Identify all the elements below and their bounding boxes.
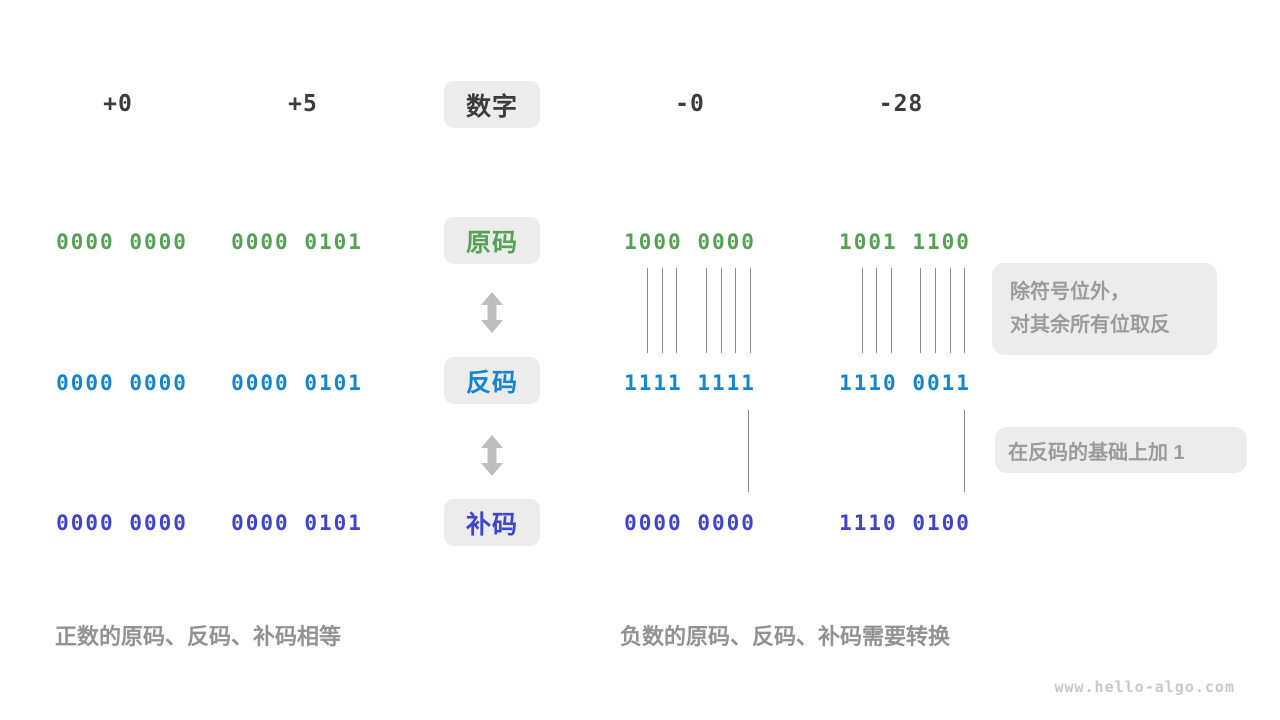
bit-connector-line: [735, 268, 736, 353]
bit-connector-line: [676, 268, 677, 353]
number-value-plus-0: +0: [103, 91, 133, 117]
bit-connector-line: [647, 268, 648, 353]
number-value-plus-5: +5: [288, 91, 318, 117]
ones-complement-of-minus-28: 1110 0011: [839, 371, 971, 395]
sign-magnitude-of-plus-5: 0000 0101: [231, 230, 363, 254]
bit-connector-line: [891, 268, 892, 353]
sign-magnitude-of-plus-0: 0000 0000: [56, 230, 188, 254]
number-value-minus-28: -28: [878, 91, 924, 117]
sign-magnitude-of-minus-28: 1001 1100: [839, 230, 971, 254]
bit-connector-line: [862, 268, 863, 353]
header-tag-number: 数字: [444, 81, 540, 128]
twos-complement-of-plus-5: 0000 0101: [231, 511, 363, 535]
caption-positive-numbers: 正数的原码、反码、补码相等: [55, 624, 342, 649]
twos-complement-of-minus-0: 0000 0000: [624, 511, 756, 535]
bit-connector-line: [748, 410, 749, 492]
tag-ones-complement: 反码: [444, 357, 540, 404]
bit-connector-line: [876, 268, 877, 353]
bit-connector-line: [662, 268, 663, 353]
bit-connector-line: [750, 268, 751, 353]
bit-connector-line: [950, 268, 951, 353]
add-one-note-text: 在反码的基础上加 1: [1008, 441, 1185, 464]
ones-complement-of-minus-0: 1111 1111: [624, 371, 756, 395]
bit-connector-line: [706, 268, 707, 353]
caption-negative-numbers: 负数的原码、反码、补码需要转换: [620, 624, 951, 649]
twos-complement-of-plus-0: 0000 0000: [56, 511, 188, 535]
add-one-note: 在反码的基础上加 1: [995, 427, 1247, 473]
invert-bits-note: 除符号位外， 对其余所有位取反: [992, 263, 1217, 355]
ones-complement-of-plus-0: 0000 0000: [56, 371, 188, 395]
bit-connector-line: [920, 268, 921, 353]
bit-connector-line: [964, 410, 965, 492]
tag-sign-magnitude: 原码: [444, 217, 540, 264]
bit-connector-line: [935, 268, 936, 353]
sign-magnitude-of-minus-0: 1000 0000: [624, 230, 756, 254]
invert-bits-note-line1: 除符号位外，: [1010, 281, 1130, 303]
ones-complement-of-plus-5: 0000 0101: [231, 371, 363, 395]
invert-bits-note-line2: 对其余所有位取反: [1010, 314, 1170, 336]
double-arrow-icon: [481, 292, 503, 338]
twos-complement-of-minus-28: 1110 0100: [839, 511, 971, 535]
tag-twos-complement: 补码: [444, 499, 540, 546]
number-value-minus-0: -0: [675, 91, 705, 117]
bit-connector-line: [721, 268, 722, 353]
double-arrow-icon: [481, 435, 503, 481]
watermark-url: www.hello-algo.com: [1054, 678, 1235, 696]
bit-connector-line: [964, 268, 965, 353]
